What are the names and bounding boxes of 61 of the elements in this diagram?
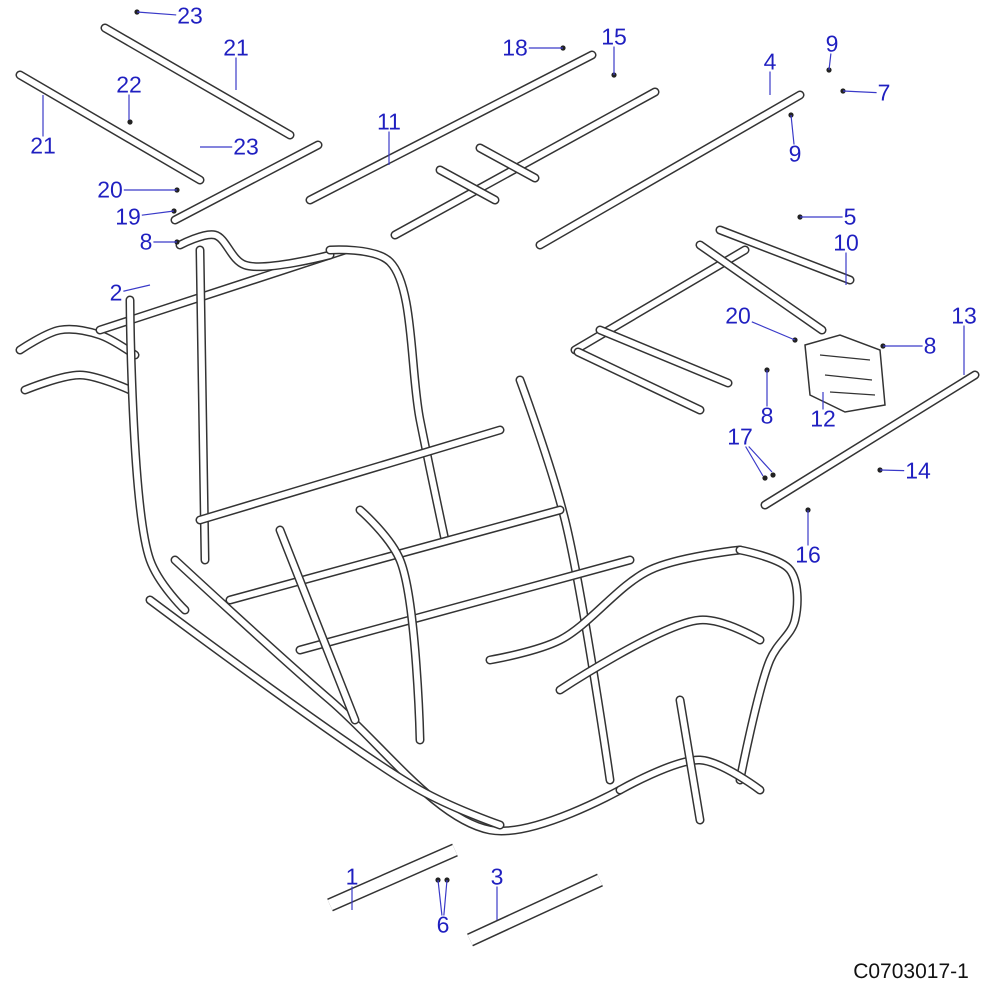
leader-line <box>790 114 795 145</box>
callout-number: 15 <box>601 26 627 48</box>
leader-line <box>842 90 877 94</box>
callout-number: 21 <box>223 36 249 60</box>
leader-line <box>153 241 177 243</box>
leader-line <box>123 284 150 292</box>
leader-line <box>200 146 232 148</box>
callout-number: 19 <box>115 206 141 228</box>
leader-line <box>800 216 843 218</box>
callout-number: 8 <box>760 404 774 428</box>
leader-line <box>351 886 353 910</box>
callout-number: 10 <box>833 232 859 254</box>
leader-line <box>42 95 44 136</box>
leader-line <box>752 321 796 341</box>
callout-number: 5 <box>844 206 856 228</box>
callout-number: 11 <box>377 110 401 134</box>
leader-line <box>496 886 498 920</box>
leader-line <box>748 446 772 472</box>
callout-number: 23 <box>177 4 203 28</box>
callout-number: 16 <box>795 544 821 566</box>
leader-line <box>136 11 176 16</box>
callout-number: 22 <box>116 74 142 96</box>
leader-line <box>769 72 771 95</box>
callout-number: 1 <box>346 866 358 888</box>
callout-number: 2 <box>110 282 122 304</box>
callout-number: 20 <box>725 304 751 328</box>
callout-number: 9 <box>826 32 838 56</box>
callout-number: 14 <box>905 460 931 482</box>
callout-number: 4 <box>764 50 776 74</box>
leader-line <box>437 880 443 916</box>
leader-line <box>766 370 768 406</box>
callout-number: 13 <box>951 304 977 328</box>
leader-line <box>880 469 904 472</box>
leader-line <box>388 132 390 165</box>
callout-number: 18 <box>502 36 528 60</box>
callout-number: 9 <box>788 142 802 166</box>
leader-line <box>883 345 923 347</box>
callout-number: 17 <box>727 426 753 448</box>
leader-line <box>613 46 615 75</box>
leader-line <box>142 210 174 216</box>
callout-number: 8 <box>140 230 152 254</box>
callout-number: 8 <box>924 334 936 358</box>
callout-number: 21 <box>30 134 56 158</box>
leader-line <box>828 53 832 70</box>
leader-line <box>845 252 847 285</box>
callout-number: 12 <box>810 408 836 430</box>
callout-number: 6 <box>436 914 450 936</box>
callout-number: 3 <box>490 866 504 888</box>
callout-number: 23 <box>233 136 259 158</box>
leader-line <box>235 58 237 90</box>
leader-line <box>128 94 130 120</box>
callout-number: 20 <box>97 178 123 202</box>
leader-line <box>528 47 563 49</box>
leader-line <box>963 326 965 375</box>
leader-line <box>807 510 809 546</box>
leader-line <box>124 189 177 191</box>
leader-line <box>822 392 824 410</box>
leader-line <box>443 880 448 916</box>
callout-number: 7 <box>878 82 890 104</box>
leader-line <box>745 446 764 476</box>
drawing-number: C0703017-1 <box>853 960 969 984</box>
